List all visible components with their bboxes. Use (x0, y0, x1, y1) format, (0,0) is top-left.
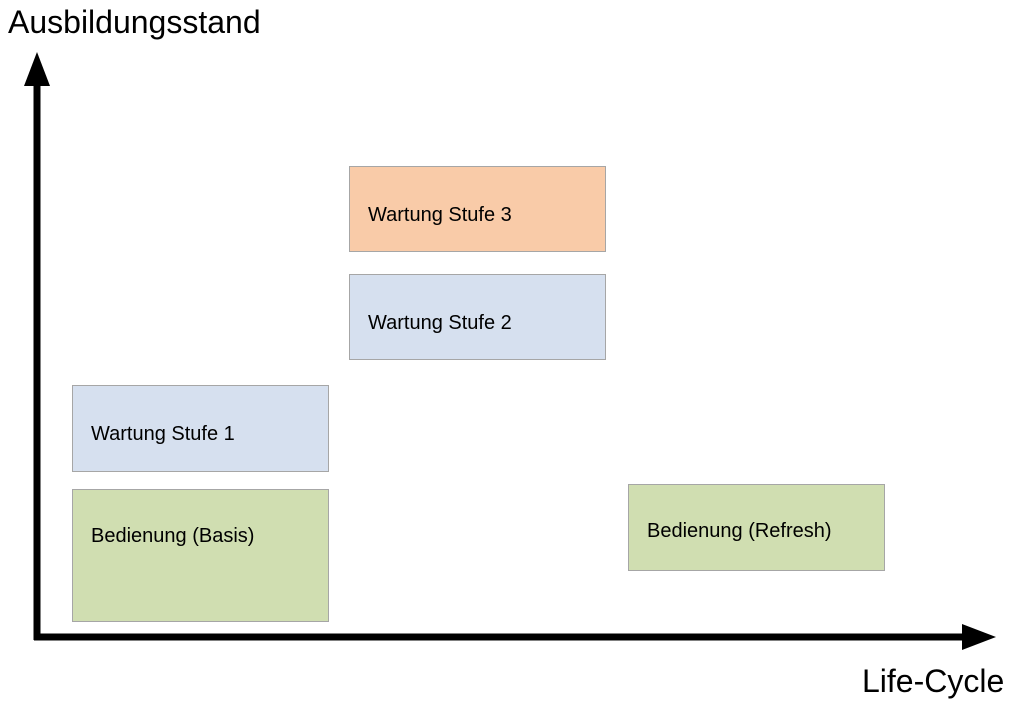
box-label: Bedienung (Basis) (91, 525, 255, 547)
y-axis-arrowhead (24, 52, 50, 86)
box-wartung-stufe-1: Wartung Stufe 1 (72, 385, 329, 472)
box-label: Wartung Stufe 3 (368, 204, 512, 226)
box-wartung-stufe-3: Wartung Stufe 3 (349, 166, 606, 252)
box-bedienung-refresh: Bedienung (Refresh) (628, 484, 885, 571)
box-label: Wartung Stufe 1 (91, 423, 235, 445)
y-axis-label: Ausbildungsstand (8, 4, 261, 40)
box-label: Bedienung (Refresh) (647, 520, 832, 542)
box-label: Wartung Stufe 2 (368, 312, 512, 334)
box-bedienung-basis: Bedienung (Basis) (72, 489, 329, 622)
x-axis-label: Life-Cycle (862, 663, 1005, 699)
x-axis-arrowhead (962, 624, 996, 650)
box-wartung-stufe-2: Wartung Stufe 2 (349, 274, 606, 360)
